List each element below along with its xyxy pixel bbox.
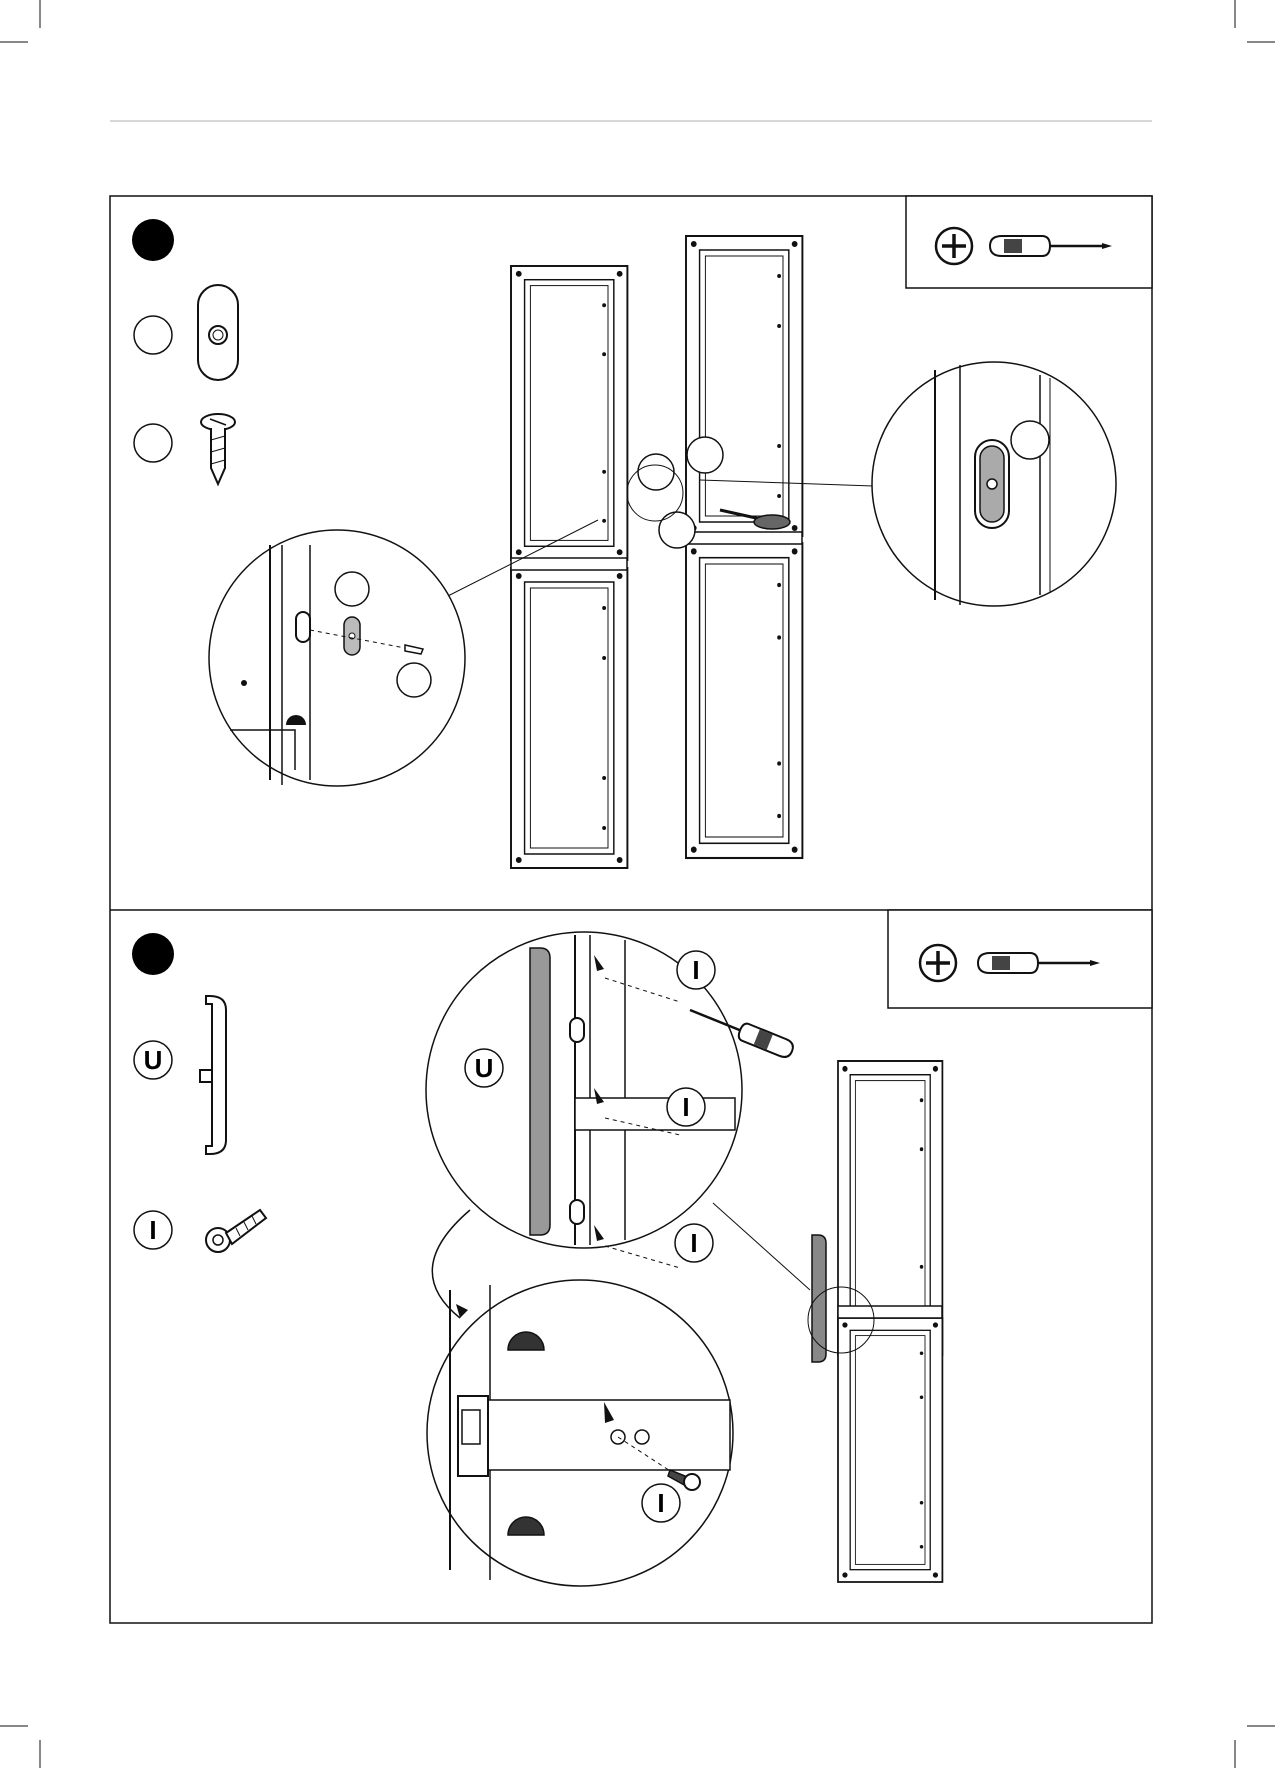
step-2-marker: [132, 933, 174, 975]
part-row-plate: [134, 285, 238, 380]
part-label-circle: [134, 424, 172, 462]
step-2: U I: [132, 910, 1152, 1586]
u-callout-letter: U: [475, 1053, 494, 1083]
cover-plate-icon: [198, 285, 238, 380]
part-label-circle: [134, 316, 172, 354]
i-callout-letter: I: [692, 955, 699, 985]
part-row-handle: U: [134, 996, 226, 1154]
part-letter: U: [144, 1045, 163, 1075]
part-row-screw: [134, 414, 235, 484]
i-callout-letter: I: [657, 1488, 664, 1518]
u-callout: U: [465, 1049, 503, 1087]
part-row-screw: I: [134, 1210, 266, 1252]
screw-icon: [201, 414, 235, 484]
zoom-detail-upper: U I I I: [426, 932, 810, 1290]
transition-arrow: [432, 1210, 470, 1318]
zoom-detail-lower: I: [427, 1280, 733, 1586]
step-1: [132, 196, 1152, 868]
phillips-icon: [920, 945, 956, 981]
phillips-icon: [936, 228, 972, 264]
step-1-marker: [132, 219, 174, 261]
i-callout-letter: I: [690, 1228, 697, 1258]
i-callout-mid: I: [667, 1088, 705, 1126]
handle-bar-icon: [200, 996, 226, 1154]
flange-screw-icon: [206, 1210, 266, 1252]
panel-assembly-1: [511, 236, 802, 868]
i-callout-top: I: [677, 951, 715, 989]
i-callout-letter: I: [682, 1092, 689, 1122]
i-callout-detail: I: [642, 1484, 680, 1522]
i-callout-low: I: [675, 1224, 713, 1262]
panel-assembly-2: [808, 1061, 942, 1582]
part-letter: I: [149, 1215, 156, 1245]
